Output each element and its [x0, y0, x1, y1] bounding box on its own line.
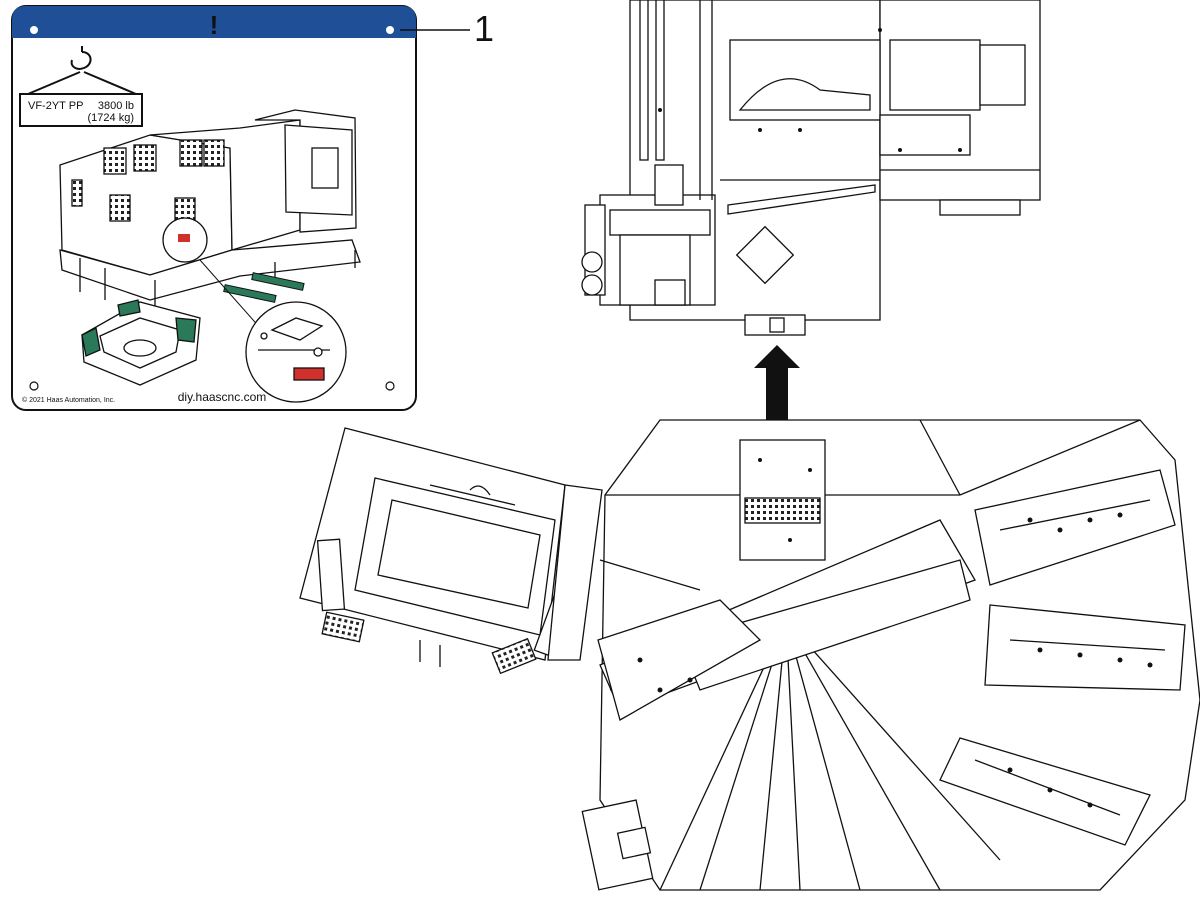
weight-kilograms: (1724 kg) [88, 112, 134, 124]
website-text: diy.haascnc.com [178, 390, 266, 404]
lift-hook-icon [27, 46, 137, 95]
bolt-holes [637, 28, 1153, 808]
weight-pounds: 3800 lb [98, 100, 134, 112]
move-direction-arrow [754, 345, 800, 438]
machine-top-view [581, 0, 1041, 336]
banner-hole-right [386, 26, 394, 34]
banner-hole-left [30, 26, 38, 34]
label-banner [12, 6, 416, 38]
copyright-text: © 2021 Haas Automation, Inc. [22, 396, 115, 404]
detail-leader [199, 259, 263, 331]
detail-magnifier [245, 301, 347, 403]
label-hole-bottom-right [385, 381, 395, 391]
label-hole-bottom-left [29, 381, 39, 391]
machine-illustration [59, 109, 361, 310]
fork-pocket-right [251, 272, 305, 291]
warning-exclamation: ! [210, 10, 219, 40]
tool-changer-base [581, 419, 1200, 891]
weight-model: VF-2YT PP [28, 100, 83, 112]
lifting-label: ! VF-2YT PP 3800 lb (1724 kg) [11, 5, 417, 411]
door-assembly [299, 427, 603, 675]
callout-number: 1 [474, 8, 495, 49]
weight-box [19, 93, 143, 127]
shipping-pallet [81, 299, 201, 386]
